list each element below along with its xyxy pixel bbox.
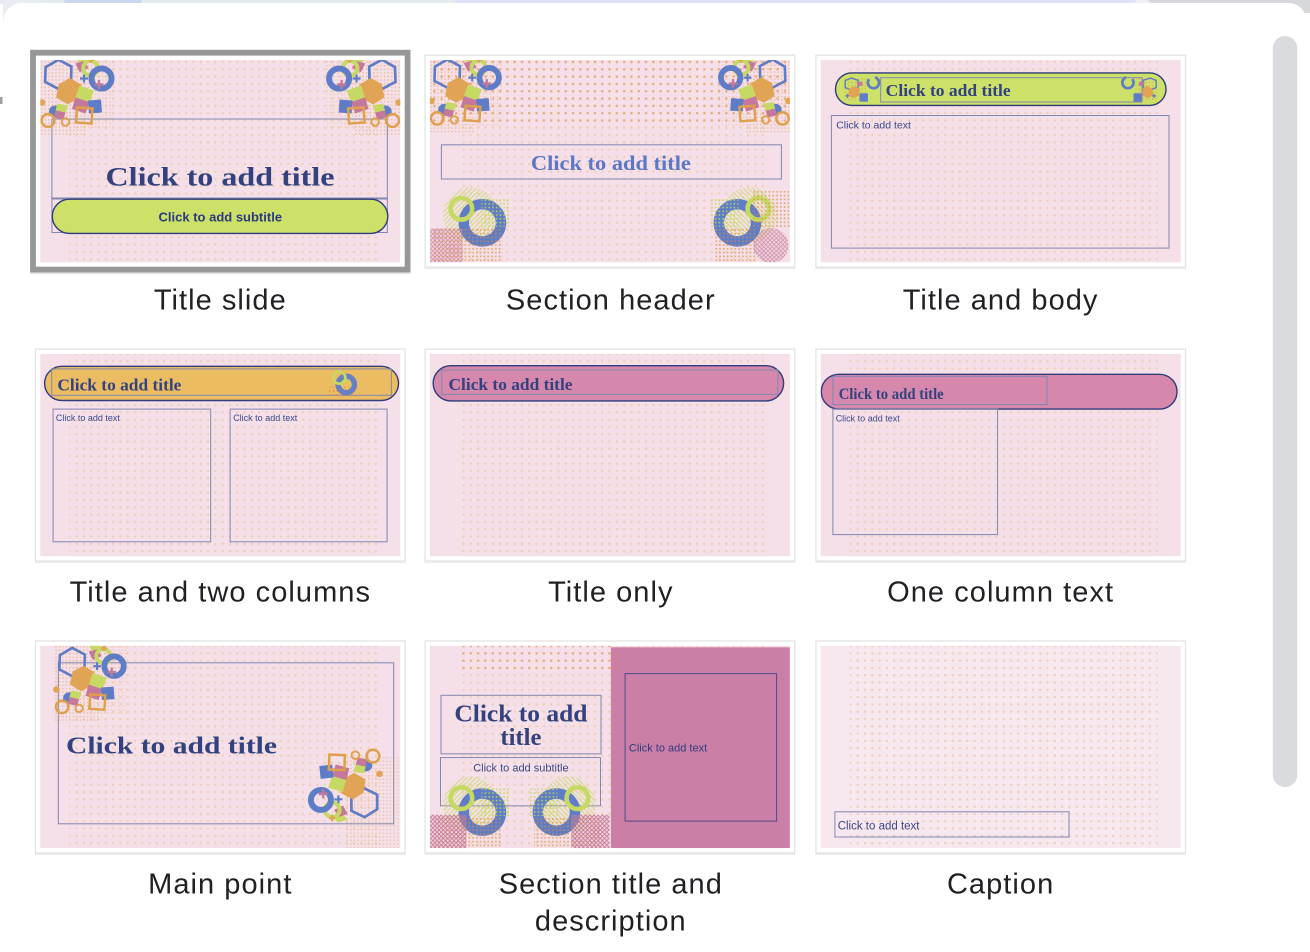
svg-text:Click to add title: Click to add title — [106, 163, 335, 192]
svg-text:Click to add text: Click to add text — [838, 821, 921, 833]
svg-text:Click to add title: Click to add title — [57, 376, 181, 395]
svg-text:Title slide: Title slide — [154, 285, 287, 317]
svg-text:One column text: One column text — [887, 577, 1114, 609]
svg-text:Click to add: Click to add — [454, 701, 588, 727]
svg-text:Click to add title: Click to add title — [839, 386, 944, 403]
svg-text:Section title and: Section title and — [499, 869, 723, 901]
svg-text:Click to add text: Click to add text — [836, 120, 911, 132]
svg-text:Click to add text: Click to add text — [56, 413, 121, 423]
svg-text:Click to add title: Click to add title — [449, 375, 573, 394]
svg-text:title: title — [500, 725, 541, 751]
svg-text:Click to add title: Click to add title — [531, 151, 691, 175]
svg-text:Click to add text: Click to add text — [836, 414, 901, 424]
svg-text:Caption: Caption — [947, 869, 1054, 901]
svg-text:Click to add title: Click to add title — [886, 81, 1011, 100]
svg-text:Click to add subtitle: Click to add subtitle — [473, 763, 568, 775]
svg-text:Click to add title: Click to add title — [66, 733, 277, 759]
svg-text:Main point: Main point — [148, 869, 292, 901]
svg-text:description: description — [535, 905, 687, 937]
svg-text:Title and body: Title and body — [903, 285, 1099, 317]
svg-text:Title and two columns: Title and two columns — [70, 577, 371, 609]
svg-text:Section header: Section header — [506, 285, 716, 317]
svg-text:Title only: Title only — [548, 577, 673, 609]
svg-text:Click to add text: Click to add text — [233, 413, 298, 423]
svg-text:Click to add text: Click to add text — [629, 743, 707, 755]
svg-text:Click to add subtitle: Click to add subtitle — [159, 210, 283, 225]
